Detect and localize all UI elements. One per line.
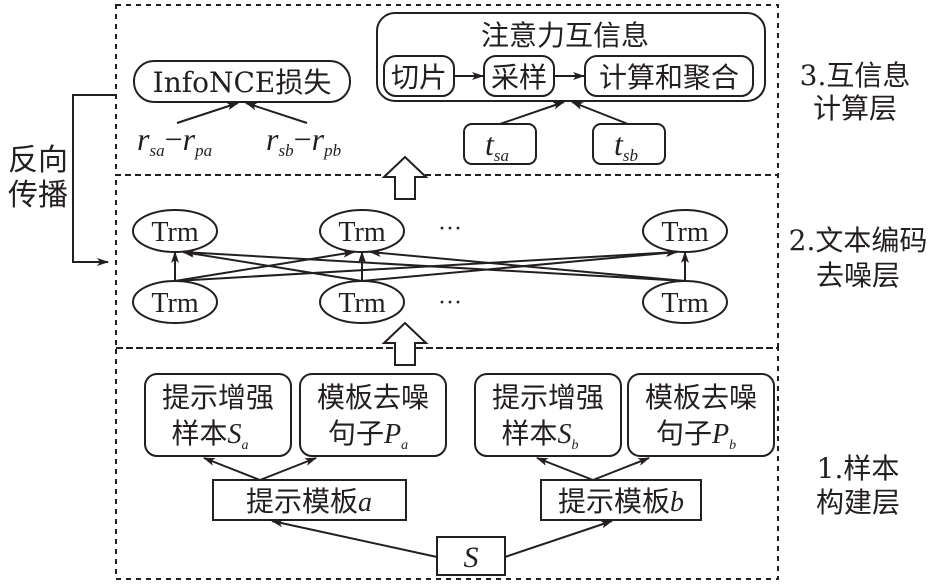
prompt-template-a-label: 提示模板a — [246, 485, 372, 518]
t-sb-label: tsb — [614, 126, 638, 165]
prompt-enhanced-sample-a-line2: 样本Sa — [171, 417, 248, 453]
trm-node-top-2 — [642, 209, 728, 253]
trm-node-bottom-1 — [319, 280, 405, 324]
up-arrow-layer2-to-3 — [381, 155, 429, 200]
ellipsis-bottom: ··· — [438, 290, 462, 316]
trm-edge-2-to-0 — [182, 248, 686, 282]
trm-edge-1-to-0 — [182, 249, 363, 282]
trm-node-label: Trm — [151, 288, 198, 319]
layer1-label-line2: 构建层 — [816, 486, 900, 519]
trm-node-label: Trm — [151, 217, 198, 248]
template-denoised-sentence-b-line2: 句子Pb — [656, 417, 736, 453]
trm-connections — [171, 248, 689, 282]
infonce-loss-label: InfoNCE损失 — [153, 66, 332, 99]
step-slice — [383, 55, 455, 97]
layer2-label-line1: 2.文本编码 — [789, 224, 928, 257]
step-compute-aggregate — [584, 55, 754, 97]
template-denoised-sentence-a — [299, 373, 447, 457]
trm-node-label: Trm — [661, 288, 708, 319]
step-compute-aggregate-label: 计算和聚合 — [599, 61, 739, 94]
up-arrow-layer1-to-2 — [381, 321, 429, 366]
trm-node-bottom-0 — [132, 280, 218, 324]
arrow-template-a-to-sample-a — [203, 457, 261, 481]
arrow-template-b-to-sample-b — [536, 457, 594, 481]
trm-node-label: Trm — [338, 217, 385, 248]
t-sa-label: tsa — [485, 126, 509, 165]
step-sample — [483, 55, 555, 97]
prompt-enhanced-sample-a — [144, 373, 292, 457]
diff-b-expression: rsb−rpb — [266, 121, 341, 160]
template-denoised-sentence-b — [627, 373, 775, 457]
backprop-arrow — [72, 94, 116, 266]
ellipsis-top: ··· — [438, 216, 462, 242]
svg-text:rsa−rpa: rsa−rpa — [137, 121, 212, 160]
layer3-label-line2: 计算层 — [813, 92, 897, 125]
trm-node-top-1 — [319, 209, 405, 253]
step-slice-label: 切片 — [391, 61, 447, 94]
prompt-enhanced-sample-b — [474, 373, 622, 457]
trm-node-label: Trm — [661, 217, 708, 248]
arrow-s-to-template-b — [504, 520, 613, 558]
prompt-template-b-label: 提示模板b — [558, 485, 684, 518]
backprop-label-line1: 反向 — [8, 143, 68, 178]
arrow-tsa-to-mi — [499, 101, 565, 125]
arrow-diff-b-to-loss — [245, 102, 308, 124]
layer1-frame — [115, 347, 779, 580]
arrow-diff-a-to-loss — [176, 102, 239, 124]
trm-node-label: Trm — [338, 288, 385, 319]
prompt-enhanced-sample-b-line1: 提示增强 — [492, 381, 604, 414]
arrow-s-to-template-a — [271, 519, 438, 558]
template-denoised-sentence-a-line1: 模板去噪 — [317, 381, 429, 414]
layer3-label-line1: 3.互信息 — [800, 59, 911, 92]
t-sb-node — [592, 123, 666, 165]
t-sa-node — [463, 123, 537, 165]
trm-node-top-0 — [132, 209, 218, 253]
trm-edge-0-to-1 — [174, 249, 355, 282]
step-sample-label: 采样 — [491, 61, 547, 94]
trm-edge-2-to-1 — [369, 249, 686, 282]
trm-node-bottom-2 — [642, 280, 728, 324]
template-denoised-sentence-b-line1: 模板去噪 — [645, 381, 757, 414]
infonce-loss-node — [133, 60, 351, 103]
source-sentence-label: S — [464, 541, 479, 574]
attention-mi-title: 注意力互信息 — [481, 19, 649, 52]
svg-text:rsb−rpb: rsb−rpb — [266, 121, 341, 160]
layer2-label-line2: 去噪层 — [816, 259, 900, 292]
arrow-template-b-to-sentence-b — [592, 457, 650, 481]
prompt-template-a — [212, 479, 407, 521]
arrow-tsb-to-mi — [571, 101, 629, 125]
layer1-label-line1: 1.样本 — [817, 452, 900, 485]
backprop-label-line2: 传播 — [8, 178, 68, 213]
arrow-template-a-to-sentence-a — [259, 457, 317, 481]
diff-a-expression: rsa−rpa — [137, 121, 212, 160]
prompt-enhanced-sample-b-line2: 样本Sb — [501, 417, 578, 453]
template-denoised-sentence-a-line2: 句子Pa — [328, 417, 408, 453]
prompt-enhanced-sample-a-line1: 提示增强 — [162, 381, 274, 414]
source-sentence-node — [436, 536, 506, 576]
layer2-frame — [115, 174, 779, 349]
prompt-template-b — [540, 479, 702, 521]
